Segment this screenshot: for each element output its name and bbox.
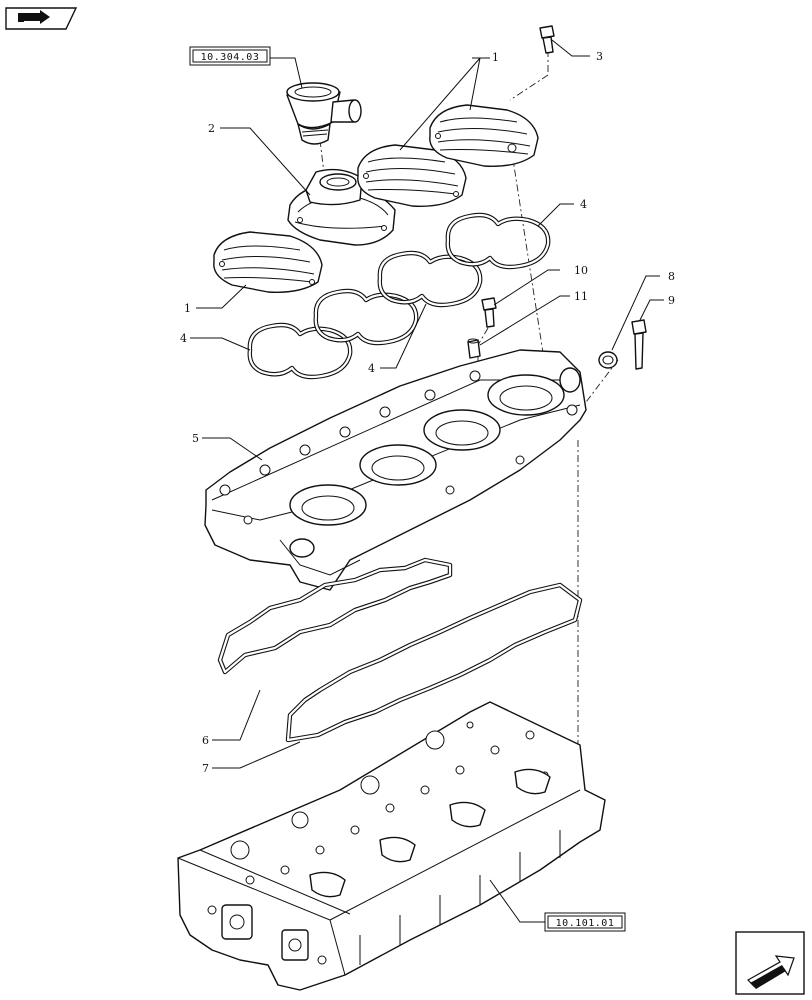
reference-bottom-text: 10.101.01: [556, 918, 615, 929]
breather-cap: [286, 82, 362, 145]
rocker-cover-middle: [357, 144, 467, 207]
plug-8: [598, 351, 618, 369]
callout-7: 7: [202, 762, 209, 775]
callout-3: 3: [596, 50, 603, 63]
lower-gaskets: [217, 557, 583, 743]
cylinder-head: [177, 701, 606, 991]
next-page-arrow-icon[interactable]: [735, 931, 805, 995]
book-arrow-icon[interactable]: [5, 7, 78, 30]
callout-labels: 1 2 3 4 1 4 4 10 11 8 9 5 6 7: [180, 50, 675, 775]
rocker-cover-right: [429, 104, 539, 167]
callout-5: 5: [192, 432, 199, 445]
reference-box-bottom[interactable]: 10.101.01: [544, 912, 626, 932]
bolt-9: [631, 319, 647, 370]
callout-4c: 4: [368, 362, 375, 375]
leader-lines: [190, 39, 664, 923]
callout-11: 11: [574, 290, 588, 303]
cover-gaskets: [247, 212, 551, 380]
callout-10: 10: [574, 264, 588, 277]
callout-4a: 4: [580, 198, 587, 211]
callout-8: 8: [668, 270, 675, 283]
reference-box-top[interactable]: 10.304.03: [189, 46, 271, 66]
callout-1a: 1: [492, 51, 499, 64]
rocker-cover-left: [213, 231, 323, 293]
callout-2: 2: [208, 122, 215, 135]
sleeve-11: [467, 338, 481, 359]
bolt-3: [539, 25, 555, 54]
rocker-carrier: [204, 349, 587, 591]
callout-6: 6: [202, 734, 209, 747]
callout-1b: 1: [184, 302, 191, 315]
rocker-cover-with-filler: [287, 168, 396, 246]
callout-9: 9: [668, 294, 675, 307]
callout-4b: 4: [180, 332, 187, 345]
reference-top-text: 10.304.03: [201, 52, 260, 63]
bolt-10: [481, 297, 497, 328]
